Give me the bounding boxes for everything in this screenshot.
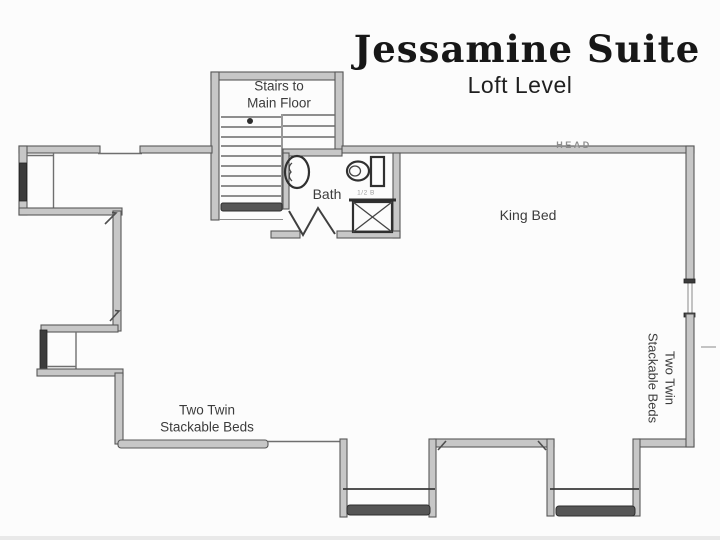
window-right-jamb-top [683,278,696,284]
label-twin-beds-right: Two Twin Stackable Beds [645,333,678,423]
bottom-walls [117,438,695,449]
label-stairs-line1: Stairs to [254,78,304,94]
label-twin-beds-bottom-line2: Stackable Beds [160,419,254,434]
label-twin-beds-bottom: Two Twin Stackable Beds [160,403,254,436]
label-king-bed: King Bed [499,206,557,223]
bath-door-swing [288,206,336,238]
corner-ticks [104,211,547,451]
scan-edge-artifact [0,536,720,540]
page-title: Jessamine Suite [353,27,701,71]
stair-newel-dot [247,118,253,124]
fixture-note-text: 1/2 B [357,189,375,197]
label-twin-beds-bottom-line1: Two Twin [178,402,236,418]
label-twin-beds-right-line2: Stackable Beds [646,332,661,424]
window-upper-left [19,162,27,202]
stair-landing-edge [220,202,283,212]
stair-treads-left [221,116,281,197]
left-window-alcove-lower [36,324,124,377]
label-twin-beds-right-line1: Two Twin [662,351,678,405]
top-walls [18,145,695,157]
label-stairs: Stairs to Main Floor [247,79,311,112]
toilet-icon [345,155,386,188]
window-dormer-right [555,505,636,517]
bathroom [270,152,401,239]
shower-icon [349,198,396,234]
left-lower-wall [114,372,124,445]
page-subtitle: Loft Level [467,72,573,98]
bottom-dormer-left [339,438,437,518]
sink-icon [283,154,311,190]
left-window-alcove-upper [18,145,123,216]
faint-wall-text: HEAD [556,140,592,150]
bottom-dormer-right [546,438,641,517]
label-stairs-line2: Main Floor [247,95,311,110]
stair-treads-right [283,114,335,138]
label-bath: Bath [312,185,342,202]
window-lower-left [39,329,48,372]
window-dormer-left [346,504,431,516]
right-wall [683,145,716,448]
